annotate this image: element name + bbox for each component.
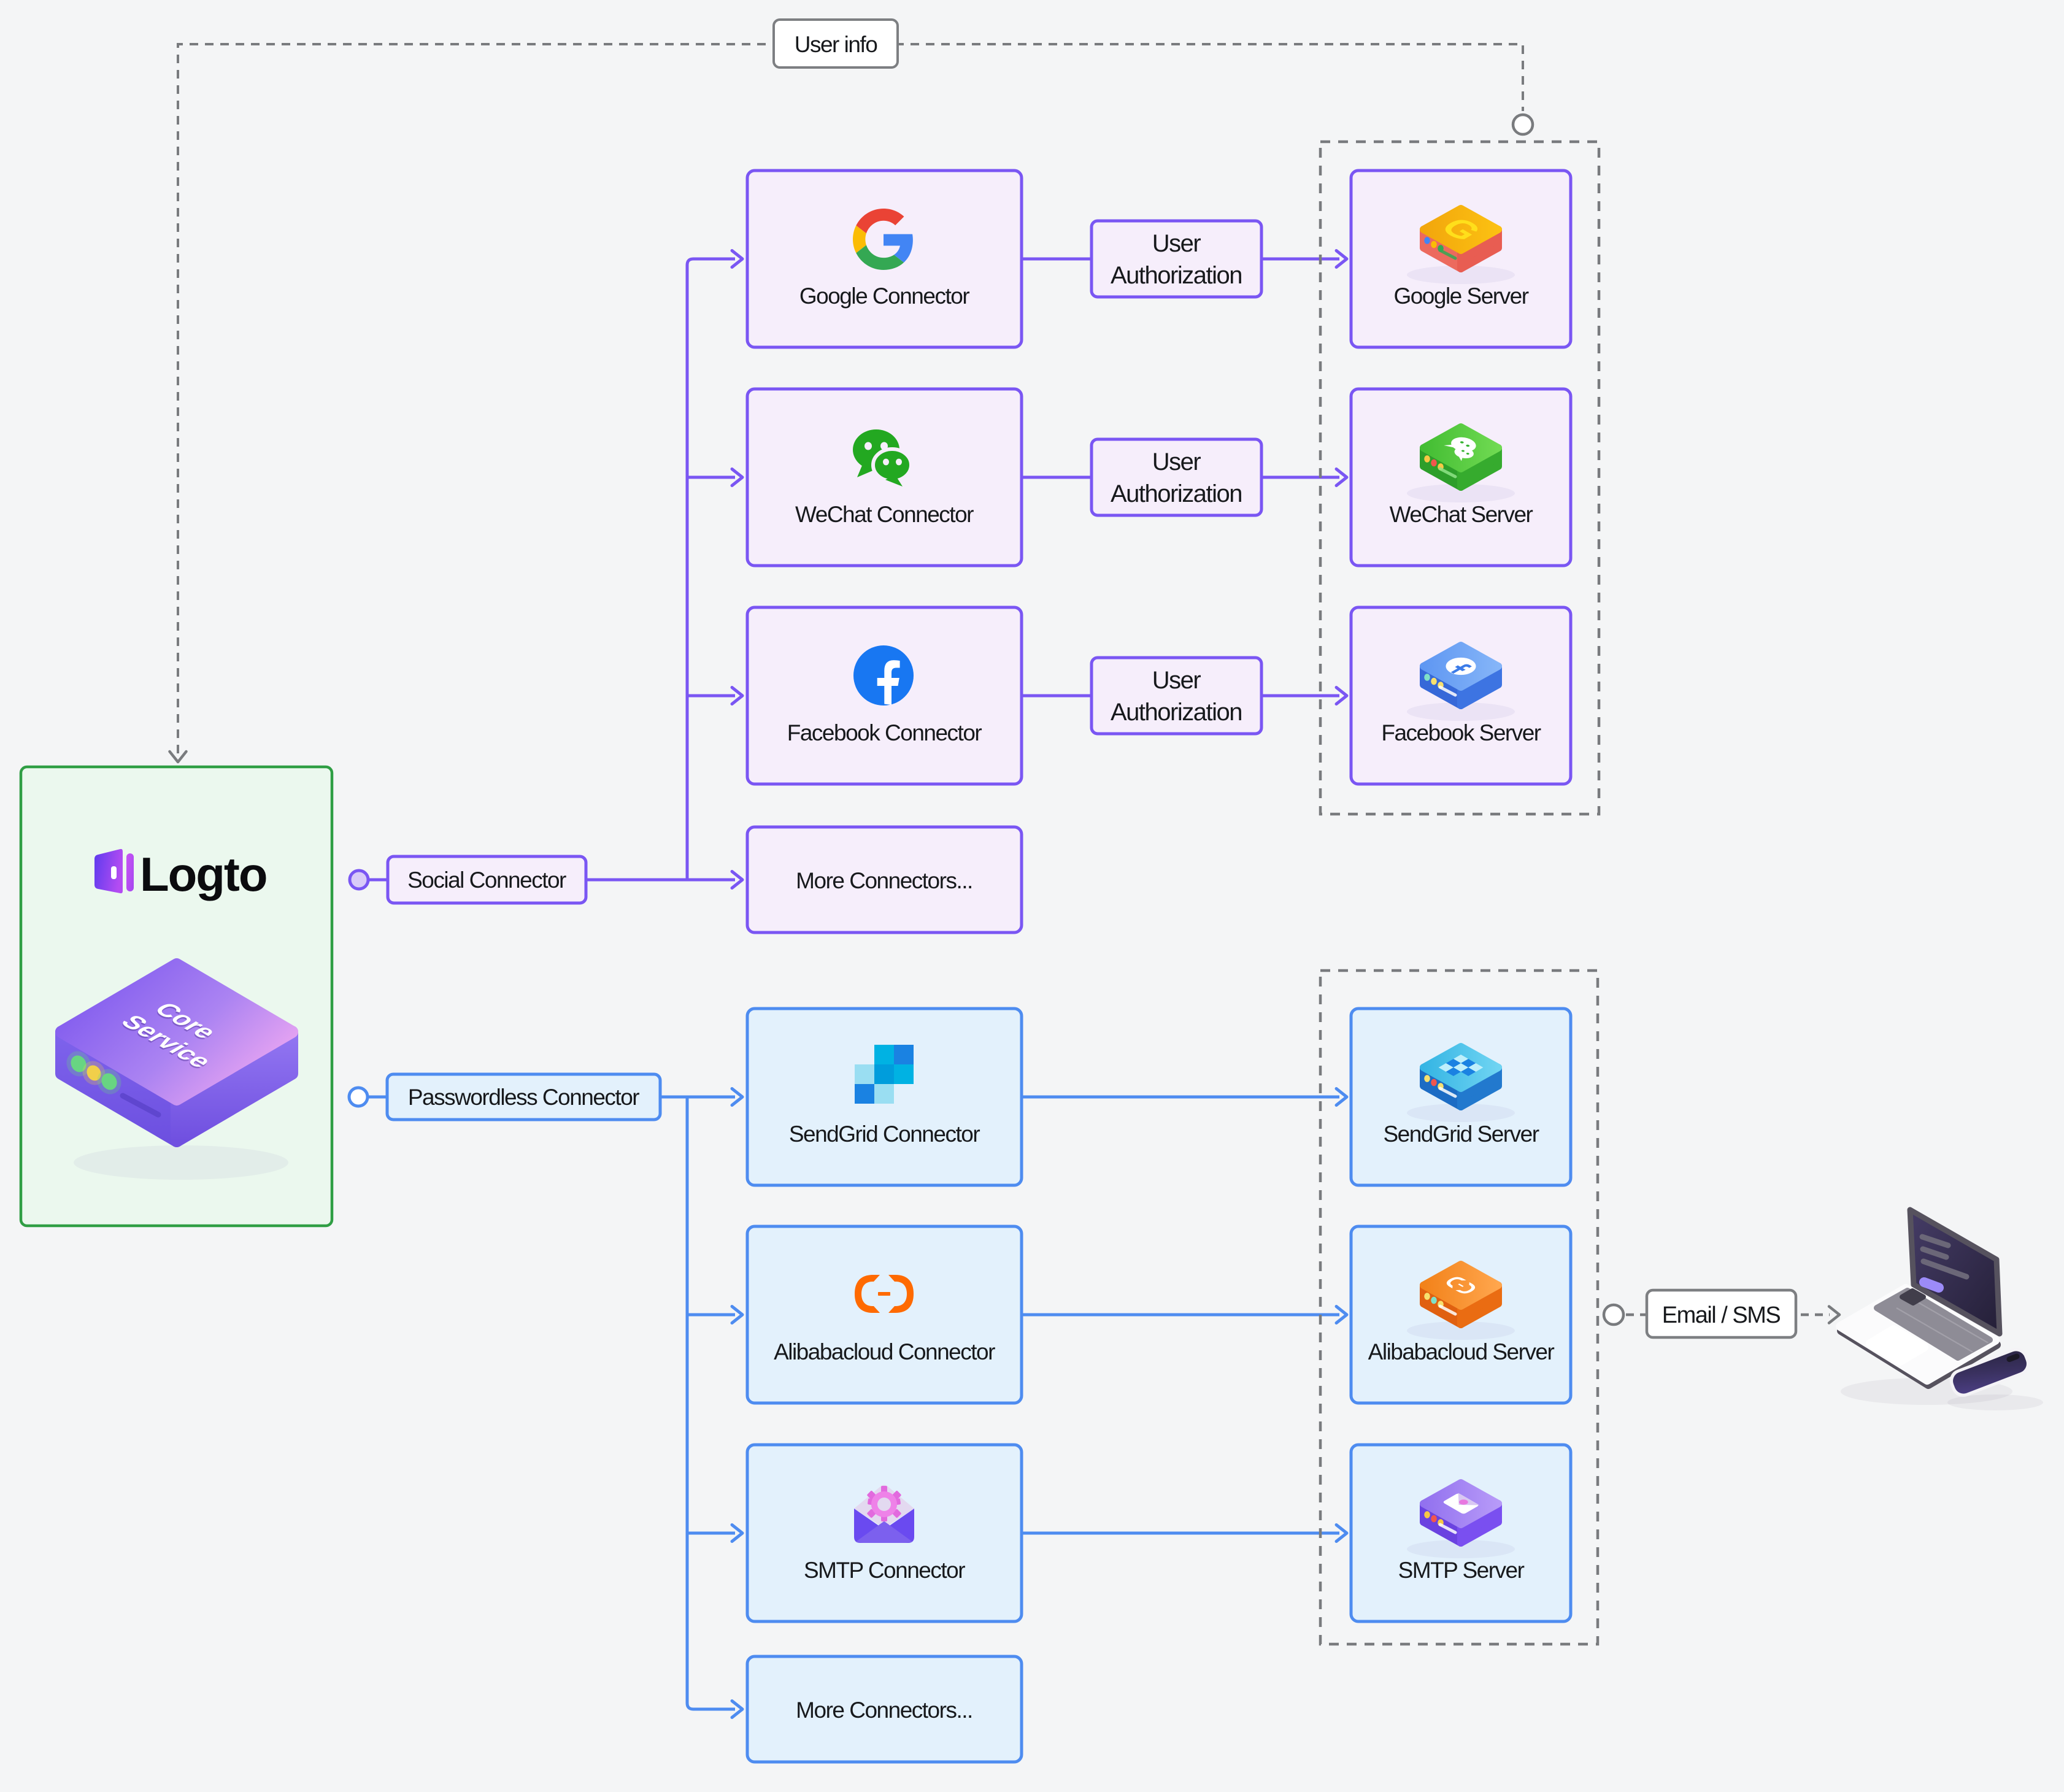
svg-text:Alibabacloud Server: Alibabacloud Server <box>1368 1339 1555 1364</box>
svg-text:User: User <box>1152 448 1201 475</box>
svg-text:Social Connector: Social Connector <box>407 867 566 893</box>
svg-text:SMTP Connector: SMTP Connector <box>804 1558 965 1583</box>
svg-text:More Connectors...: More Connectors... <box>796 868 972 893</box>
svg-text:Authorization: Authorization <box>1111 262 1242 289</box>
svg-text:Facebook Server: Facebook Server <box>1381 720 1541 745</box>
svg-text:Passwordless Connector: Passwordless Connector <box>408 1085 639 1110</box>
svg-text:User info: User info <box>795 32 877 57</box>
svg-text:SendGrid Server: SendGrid Server <box>1383 1121 1539 1147</box>
svg-text:User: User <box>1152 667 1201 694</box>
svg-text:Facebook Connector: Facebook Connector <box>787 720 982 745</box>
svg-text:WeChat Connector: WeChat Connector <box>795 502 974 527</box>
svg-text:Email / SMS: Email / SMS <box>1662 1302 1781 1328</box>
svg-text:Alibabacloud Connector: Alibabacloud Connector <box>774 1339 995 1364</box>
svg-text:SMTP Server: SMTP Server <box>1398 1558 1525 1583</box>
svg-text:Logto: Logto <box>140 847 267 901</box>
svg-text:Google Server: Google Server <box>1393 283 1528 309</box>
svg-text:SendGrid Connector: SendGrid Connector <box>789 1121 980 1147</box>
svg-text:User: User <box>1152 230 1201 257</box>
svg-text:Google Connector: Google Connector <box>799 283 969 309</box>
svg-text:Authorization: Authorization <box>1111 699 1242 726</box>
svg-text:Authorization: Authorization <box>1111 480 1242 507</box>
svg-text:WeChat Server: WeChat Server <box>1390 502 1533 527</box>
svg-text:More Connectors...: More Connectors... <box>796 1698 972 1723</box>
